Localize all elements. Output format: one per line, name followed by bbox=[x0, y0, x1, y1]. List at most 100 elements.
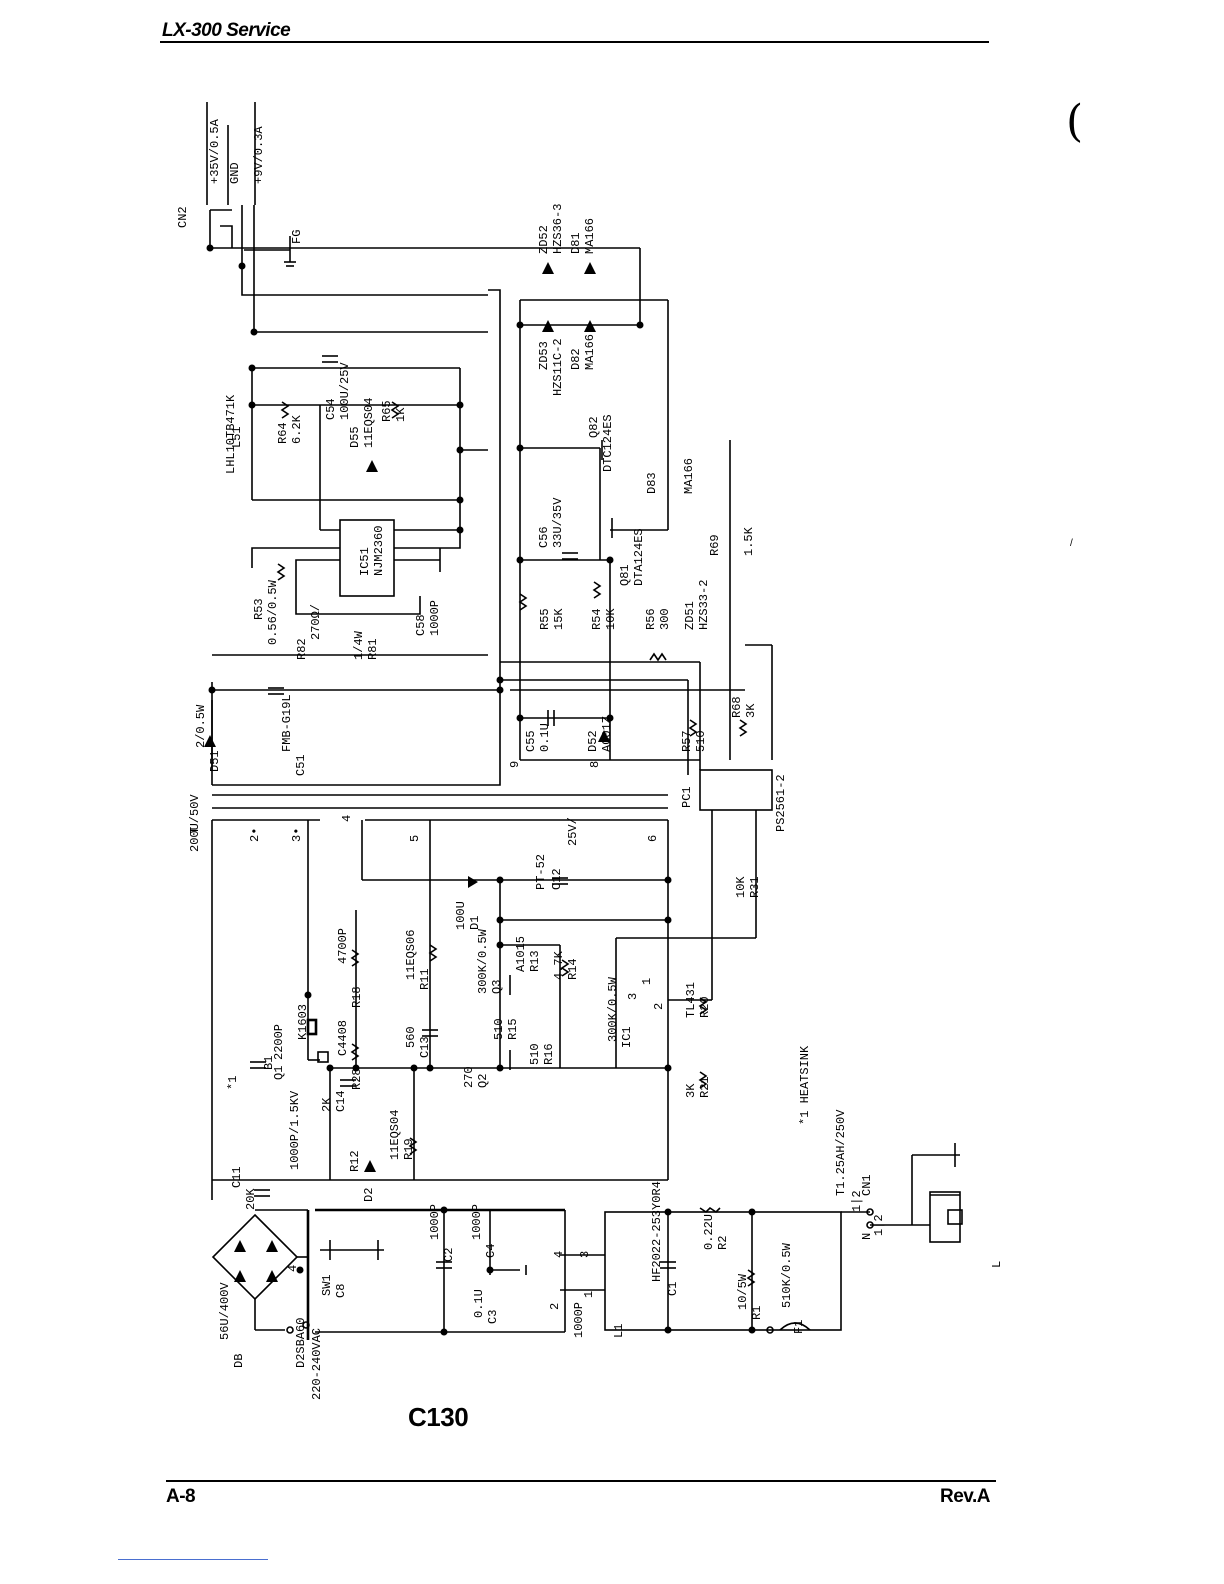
svg-text:2: 2 bbox=[652, 1003, 666, 1010]
component-label: 510K/0.5W bbox=[780, 1242, 794, 1308]
component-label: R54 bbox=[590, 608, 604, 630]
component-label: C1 bbox=[666, 1282, 680, 1296]
component-label: *1 bbox=[226, 1076, 240, 1090]
component-label: C4408 bbox=[336, 1020, 350, 1056]
component-label: 100U/25V bbox=[338, 362, 352, 420]
component-label: R18 bbox=[350, 986, 364, 1008]
component-label: 33U/35V bbox=[551, 497, 565, 548]
component-label: R14 bbox=[566, 958, 580, 980]
component-label: TL431 bbox=[684, 982, 698, 1018]
component-label: 510 bbox=[694, 730, 708, 752]
svg-text:1|2: 1|2 bbox=[850, 1190, 864, 1212]
component-label: 220-240VAC bbox=[310, 1328, 324, 1400]
component-label: 300 bbox=[658, 608, 672, 630]
component-label: 1.5K bbox=[742, 526, 756, 556]
component-label: T1.25AH/250V bbox=[834, 1109, 848, 1196]
component-label: R64 bbox=[276, 422, 290, 444]
component-label: HZS33-2 bbox=[697, 580, 711, 630]
svg-text:3•: 3• bbox=[290, 828, 304, 842]
component-label: Q3 bbox=[490, 980, 504, 994]
svg-text:2•: 2• bbox=[248, 828, 262, 842]
svg-text:3: 3 bbox=[578, 1251, 592, 1258]
component-label: 15K bbox=[552, 608, 566, 630]
component-label: 1000P/1.5KV bbox=[288, 1090, 302, 1170]
component-label: HZS36-3 bbox=[551, 204, 565, 254]
component-label: +9V/0.3A bbox=[252, 126, 266, 184]
component-label: R12 bbox=[348, 1150, 362, 1172]
component-label: 4700P bbox=[336, 928, 350, 964]
component-label: 1000P bbox=[572, 1302, 586, 1338]
component-label: 4.7K bbox=[552, 950, 566, 980]
component-label: MA166 bbox=[583, 334, 597, 370]
page-header-title: LX-300 Service bbox=[162, 20, 291, 41]
component-label: 2/0.5W bbox=[194, 704, 208, 748]
svg-text:5: 5 bbox=[408, 835, 422, 842]
component-label: FMB-G19L bbox=[280, 694, 294, 752]
component-label: 510 bbox=[528, 1043, 542, 1065]
component-label: 6.2K bbox=[290, 414, 304, 444]
component-label: MA166 bbox=[583, 218, 597, 254]
component-label: 11EQS06 bbox=[404, 930, 418, 980]
component-label: C8 bbox=[334, 1284, 348, 1298]
svg-text:2: 2 bbox=[548, 1303, 562, 1310]
component-label: A1015 bbox=[514, 936, 528, 972]
component-label: 10/5W bbox=[736, 1273, 750, 1310]
component-label: MA166 bbox=[682, 458, 696, 494]
component-label: L51 bbox=[230, 426, 244, 448]
component-label: 3K bbox=[684, 1083, 698, 1098]
component-label: PS2561-2 bbox=[774, 774, 788, 832]
component-label: R82 bbox=[295, 638, 309, 660]
component-label: IC51 bbox=[358, 547, 372, 576]
svg-text:1: 1 bbox=[640, 978, 654, 985]
component-label: 25V/ bbox=[566, 817, 580, 846]
footer-rule bbox=[166, 1480, 996, 1482]
component-label: Q82 bbox=[587, 416, 601, 438]
component-label: R28 bbox=[350, 1068, 364, 1090]
component-label: D52 bbox=[586, 730, 600, 752]
component-label: DB bbox=[232, 1354, 246, 1368]
component-label: C51 bbox=[294, 754, 308, 776]
component-label: LHL10TB471K bbox=[224, 394, 238, 474]
component-label: C14 bbox=[334, 1090, 348, 1112]
component-label: D1 bbox=[468, 916, 482, 930]
header-rule bbox=[160, 41, 989, 43]
component-label: Q2 bbox=[476, 1074, 490, 1088]
component-label: T bbox=[188, 827, 202, 834]
component-label: C11 bbox=[230, 1166, 244, 1188]
component-label: SW1 bbox=[320, 1274, 334, 1296]
component-label: 56U/400V bbox=[218, 1282, 232, 1340]
component-label: R21 bbox=[698, 1076, 712, 1098]
svg-text:4: 4 bbox=[340, 815, 354, 822]
component-label: R15 bbox=[506, 1018, 520, 1040]
svg-text:1|2: 1|2 bbox=[872, 1214, 886, 1236]
component-label: D2 bbox=[362, 1188, 376, 1202]
component-label: ZD52 bbox=[537, 225, 551, 254]
component-label: GND bbox=[228, 162, 242, 184]
svg-text:6: 6 bbox=[646, 835, 660, 842]
margin-paren: ( bbox=[1066, 96, 1084, 147]
component-label: ZD53 bbox=[537, 341, 551, 370]
component-label: C54 bbox=[324, 398, 338, 420]
component-label: 300K/0.5W bbox=[606, 976, 620, 1042]
component-label: R1 bbox=[750, 1306, 764, 1320]
component-label: R16 bbox=[542, 1043, 556, 1065]
component-label: R19 bbox=[402, 1138, 416, 1160]
component-label: 0.1U bbox=[538, 723, 552, 752]
component-label: 200U/50V bbox=[188, 794, 202, 852]
margin-tick: / bbox=[1070, 538, 1073, 549]
component-label: 0.22U bbox=[702, 1214, 716, 1250]
component-label: C58 bbox=[414, 614, 428, 636]
pin-numbers: 4 5 6 2• 3• 1 2 3 3 1 4 2 4 1|2 1|2 bbox=[248, 815, 886, 1310]
component-label: 300K/0.5W bbox=[476, 928, 490, 994]
component-label: 2K bbox=[320, 1097, 334, 1112]
component-label: R57 bbox=[680, 730, 694, 752]
component-label: 510 bbox=[492, 1018, 506, 1040]
component-label: R20 bbox=[698, 996, 712, 1018]
component-label: 0.56/0.5W bbox=[266, 579, 280, 645]
component-label: CN2 bbox=[176, 206, 190, 228]
component-label: C3 bbox=[486, 1310, 500, 1324]
component-label: Q81 bbox=[618, 564, 632, 586]
svg-text:4: 4 bbox=[286, 1265, 300, 1272]
component-label: 1000P bbox=[428, 600, 442, 636]
